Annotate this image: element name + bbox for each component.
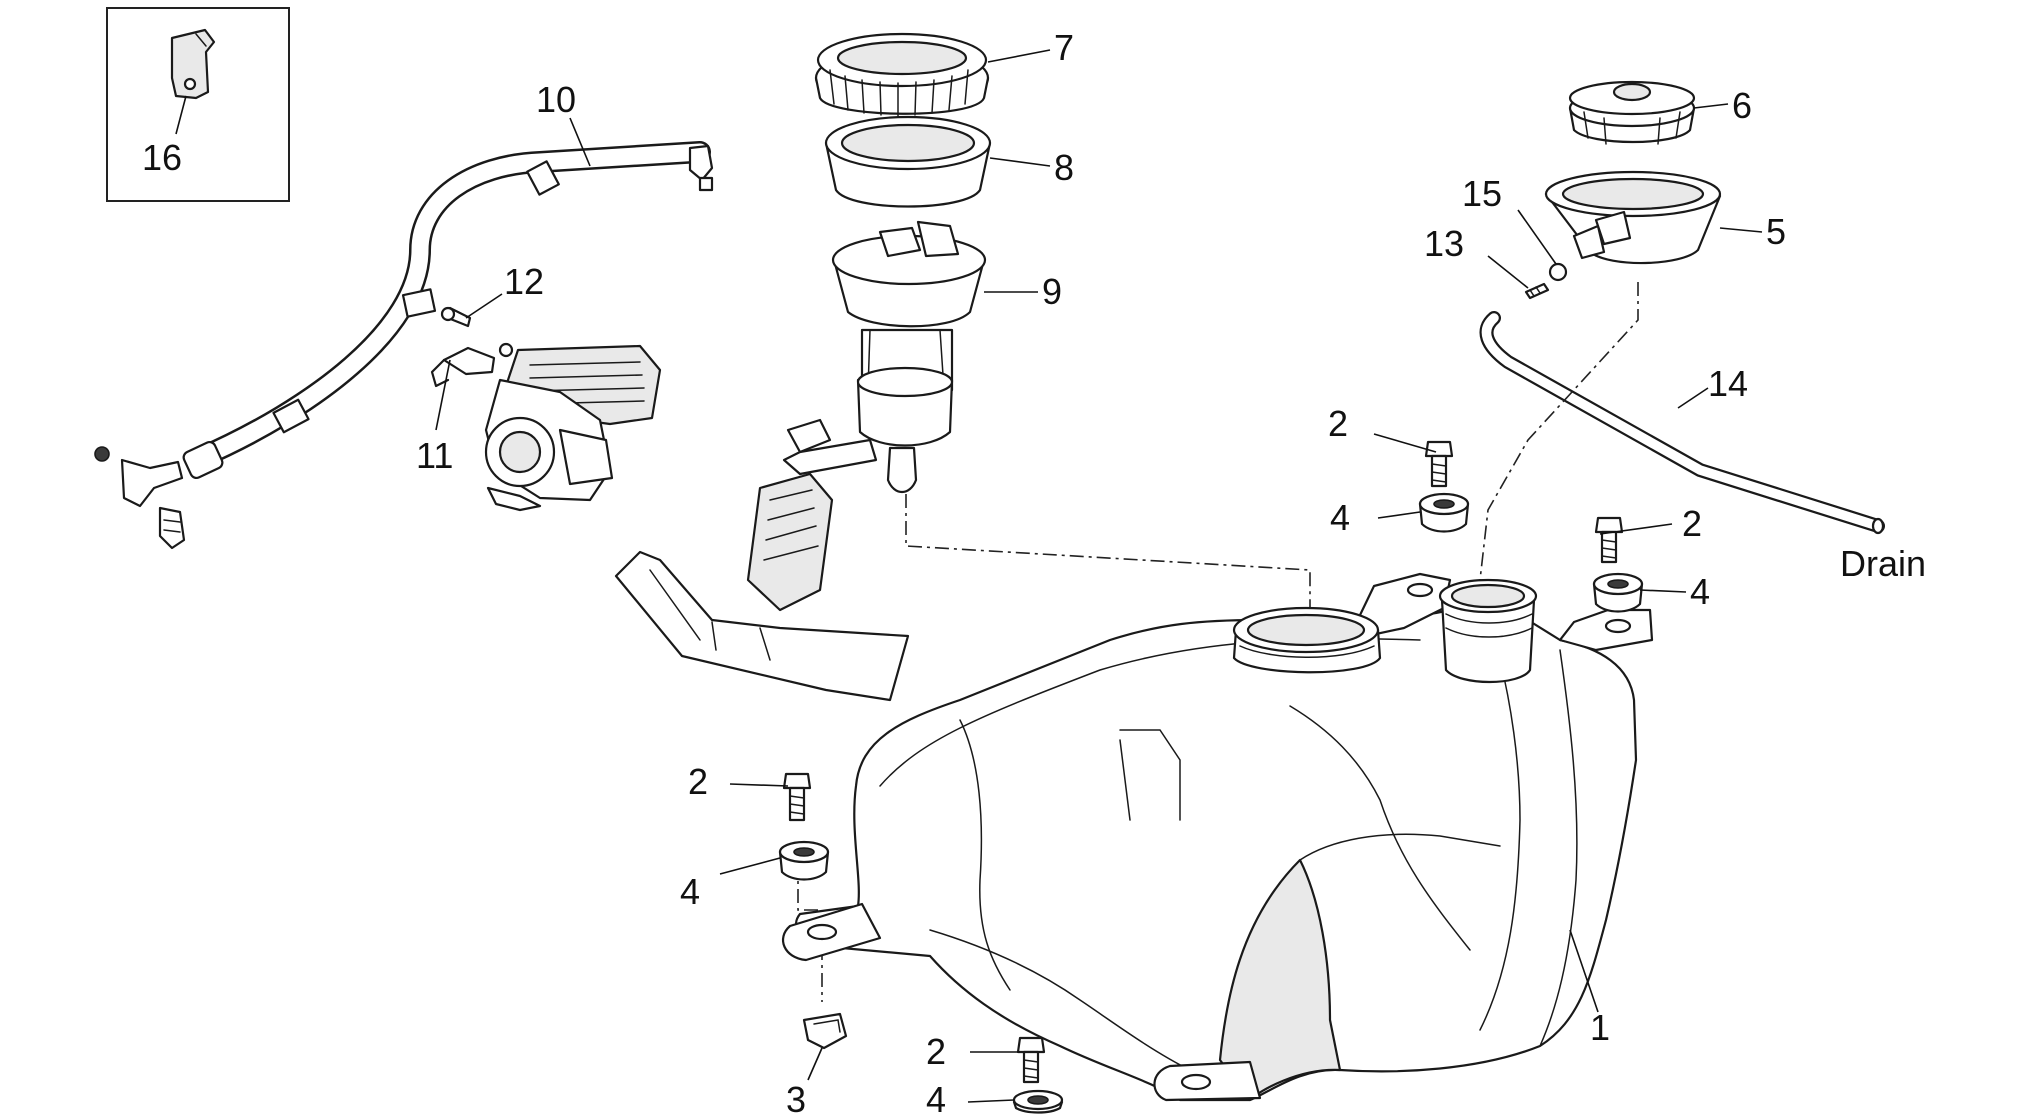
callout-7: 7 [1054, 27, 1074, 68]
part-5-filler-neck [1544, 170, 1722, 265]
callout-4b: 4 [1690, 571, 1710, 612]
callout-4d: 4 [926, 1079, 946, 1117]
part-12-screw [440, 306, 472, 328]
callout-2d: 2 [926, 1031, 946, 1072]
part-4-grommet-b [1592, 572, 1644, 613]
callout-leader-lines [175, 49, 1763, 1103]
callout-2c: 2 [688, 761, 708, 802]
callout-12: 12 [504, 261, 544, 302]
callout-1: 1 [1590, 1007, 1610, 1048]
part-4-grommet-c [778, 840, 830, 881]
part-11-throttle-body [430, 342, 662, 512]
part-14-drain-hose [1479, 311, 1885, 535]
fuel-strainer [614, 550, 910, 702]
part-2-screw-b [1594, 516, 1624, 564]
part-2-screw-d [1016, 1036, 1046, 1084]
callout-16: 16 [142, 137, 182, 178]
callout-5: 5 [1766, 211, 1786, 252]
callout-labels: 1 2 2 2 2 3 4 4 4 4 5 6 7 8 9 10 11 12 1… [142, 27, 1926, 1117]
part-4-grommet-a [1418, 492, 1470, 533]
part-15-clamp [1548, 262, 1568, 282]
drain-label: Drain [1840, 543, 1926, 584]
tank-pump-opening [1232, 606, 1382, 674]
callout-9: 9 [1042, 271, 1062, 312]
part-2-screw-c [782, 772, 812, 822]
callout-10: 10 [536, 79, 576, 120]
part-7-locking-ring [814, 32, 990, 117]
part-2-screw-a [1424, 440, 1454, 488]
tank-filler-opening [1438, 578, 1538, 684]
callout-4c: 4 [680, 871, 700, 912]
inset-box-part-16 [106, 7, 290, 202]
callout-14: 14 [1708, 363, 1748, 404]
part-3-clip [802, 1012, 848, 1050]
part-10-fuel-hose [189, 141, 714, 469]
part-9-fuel-pump [746, 220, 987, 612]
part-13-pin [1524, 282, 1550, 300]
part-8-seal [824, 115, 992, 208]
callout-15: 15 [1462, 173, 1502, 214]
part-4-grommet-d [1012, 1089, 1064, 1114]
hose-end-fitting [94, 441, 224, 550]
callout-8: 8 [1054, 147, 1074, 188]
callout-6: 6 [1732, 85, 1752, 126]
callout-3: 3 [786, 1079, 806, 1117]
callout-13: 13 [1424, 223, 1464, 264]
part-6-fuel-cap [1568, 80, 1696, 145]
callout-11: 11 [416, 435, 453, 476]
callout-2b: 2 [1682, 503, 1702, 544]
callout-4a: 4 [1330, 497, 1350, 538]
callout-2a: 2 [1328, 403, 1348, 444]
